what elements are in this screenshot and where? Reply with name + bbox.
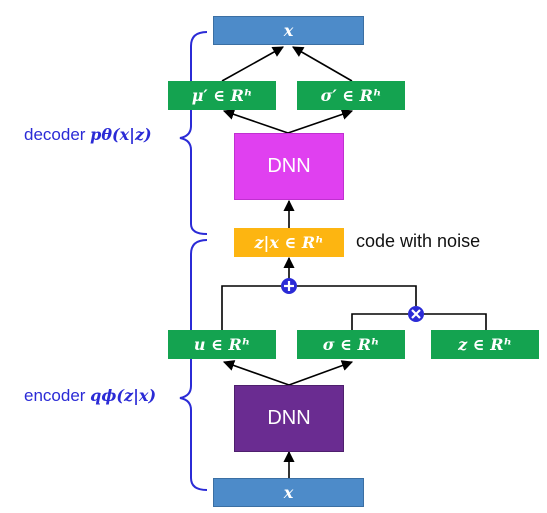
sigma-box: σ ∈ Rʰ: [297, 330, 405, 359]
encoder-label-text: encoder: [24, 386, 91, 405]
sigma-prime-label: σ′ ∈ Rʰ: [320, 86, 382, 105]
encoder-dnn-label: DNN: [267, 407, 311, 429]
encoder-label-math: qϕ(z|x): [90, 386, 157, 405]
plus-operator: [281, 278, 297, 294]
decoder-dnn: DNN: [234, 133, 344, 200]
decoder-brace: [179, 31, 208, 235]
latent-code-box: z|x ∈ Rʰ: [234, 228, 344, 257]
decoder-label: decoder pθ(x|z): [24, 125, 152, 145]
sigma-label: σ ∈ Rʰ: [322, 335, 380, 354]
encoder-dnn: DNN: [234, 385, 344, 452]
encoder-brace: [179, 239, 208, 491]
noise-z-box: z ∈ Rʰ: [431, 330, 539, 359]
decoder-output-x-label: x: [283, 21, 294, 40]
decoder-label-math: pθ(x|z): [90, 125, 152, 144]
encoder-input-x: x: [213, 478, 364, 507]
latent-code-label: z|x ∈ Rʰ: [254, 233, 324, 252]
decoder-output-x: x: [213, 16, 364, 45]
sigma-prime-box: σ′ ∈ Rʰ: [297, 81, 405, 110]
decoder-dnn-label: DNN: [267, 155, 311, 177]
mu-label: u ∈ Rʰ: [193, 335, 251, 354]
mu-prime-label: μ′ ∈ Rʰ: [191, 86, 253, 105]
multiply-operator: [408, 306, 424, 322]
decoder-label-text: decoder: [24, 125, 91, 144]
encoder-input-x-label: x: [283, 483, 294, 502]
encoder-label: encoder qϕ(z|x): [24, 386, 156, 406]
code-note: code with noise: [356, 231, 481, 251]
mu-prime-box: μ′ ∈ Rʰ: [168, 81, 276, 110]
noise-z-label: z ∈ Rʰ: [458, 335, 512, 354]
mu-box: u ∈ Rʰ: [168, 330, 276, 359]
